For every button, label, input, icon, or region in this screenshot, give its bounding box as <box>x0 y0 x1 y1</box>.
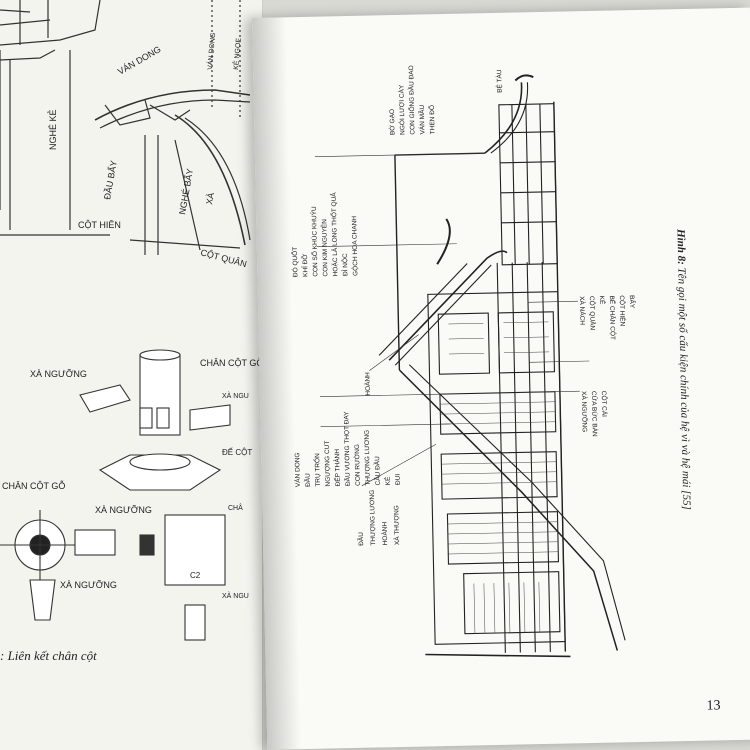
label-cua-buc-ban: CỬA BỨC BÀN <box>590 391 600 437</box>
label-con-ruong: CON RƯỜNG <box>352 444 362 486</box>
label-dui: ĐUI <box>395 474 402 486</box>
left-page: NGHÉ KẺ VÁN DONG VÁN DONG KẺ NGOE ĐẦU BẨ… <box>0 0 263 750</box>
label-xa-nguong-1: XÀ NGƯỠNG <box>30 369 87 379</box>
label-ngoi-luoi-cay: NGÓI LƯỢI CÀY <box>396 84 406 135</box>
label-ke-ngoe: KẺ NGOE <box>231 37 243 70</box>
label-xa-nach: XÀ NÁCH <box>578 296 588 325</box>
label-nghe-ke: NGHÉ KẺ <box>47 109 58 150</box>
label-xa-nguong: XÀ NGƯỠNG <box>580 391 590 432</box>
label-van-dong: VÁN DONG <box>292 452 302 487</box>
label-de-cot: ĐẾ CỘT <box>222 447 252 457</box>
label-xa-ngu: XÀ NGU <box>222 391 249 400</box>
label-van-dong-top: VÁN DONG <box>205 32 217 70</box>
label-goch-hoa-chanh: GỘCH HOA CHANH <box>349 216 359 276</box>
label-xa-nguong-2: XÀ NGƯỠNG <box>95 505 152 515</box>
label-dau-bottom: ĐẦU <box>355 532 365 546</box>
label-chan-cot-go-1: CHÂN CỘT GỖ <box>200 357 262 368</box>
label-then-do: THEN ĐỐ <box>426 105 437 134</box>
label-bo-gao: BỜ GẠO <box>387 109 397 135</box>
label-con-kim-nguyen: CON KIM NGUYÊN <box>319 219 329 277</box>
label-tru-tron: TRỤ TRỐN <box>311 453 322 487</box>
label-cot-hien: CỘT HIÊN <box>78 220 121 230</box>
label-chan: CHÂ <box>228 503 243 512</box>
label-cot-hien: CỘT HIÊN <box>618 295 628 326</box>
label-cau-dau: CẦU ĐẦU <box>371 456 382 486</box>
label-xa-nguong-3: XÀ NGƯỠNG <box>60 580 117 590</box>
label-be-chan-cot: BẾ CHÂN CỘT <box>608 295 619 340</box>
label-van-dong: VÁN DONG <box>116 44 163 77</box>
label-thuong-luong-bottom: THƯỢNG LƯƠNG <box>369 490 377 546</box>
label-xa-ngu-2: XÀ NGU <box>222 591 249 600</box>
label-xa: XÀ <box>204 192 216 206</box>
label-ke-right: KẺ <box>598 296 607 306</box>
figure-caption-label: Hình 8: <box>674 228 688 265</box>
label-c2: C2 <box>190 571 201 580</box>
label-cot-quan: CỘT QUÂN <box>588 296 598 331</box>
label-dau: ĐẦU <box>302 473 312 487</box>
label-van-mau: VÁN MẦU <box>416 104 427 134</box>
label-xa-thuong: XÀ THƯỢNG <box>391 505 401 545</box>
label-hoac-la-long: HOẶC LÁ LONG THỔT QUẢ <box>329 192 340 277</box>
label-be-tau: BỆ TÀU <box>494 69 503 93</box>
label-bay: BẨY <box>628 295 637 309</box>
label-cot-quan: CỘT QUÂN <box>199 247 247 269</box>
label-ke-left: KẺ <box>383 476 392 486</box>
label-dau-bay: ĐẦU BẨY <box>101 160 119 201</box>
right-page: BỜ GẠO NGÓI LƯỢI CÀY CON GIỐNG ĐẦU ĐAO V… <box>252 7 750 750</box>
label-hoanh-top: HOÀNH <box>362 372 371 396</box>
label-dep-thanh: ĐẾP THẢNH <box>331 449 342 487</box>
page-number: 13 <box>706 698 721 714</box>
roof-section-drawing: BỜ GẠO NGÓI LƯỢI CÀY CON GIỐNG ĐẦU ĐAO V… <box>289 65 637 658</box>
label-cot-cai: CỘT CÁI <box>600 391 610 418</box>
label-dau-vuong-thot-day: ĐẦU VƯƠNG THỌT ĐAY <box>340 411 352 487</box>
left-page-drawing: NGHÉ KẺ VÁN DONG VÁN DONG KẺ NGOE ĐẦU BẨ… <box>0 0 262 641</box>
label-chan-cot-go-2: CHÂN CỘT GỖ <box>2 480 65 491</box>
label-con-giong-dau-dao: CON GIỐNG ĐẦU ĐAO <box>405 65 416 135</box>
label-do-quot: ĐÓ QUỐT <box>289 247 300 278</box>
label-hoanh-bottom: HOÀNH <box>380 521 389 545</box>
label-nguong-cut: NGƯỢNG CUT <box>324 441 332 487</box>
label-khi-do: KHỈ ĐỠ <box>300 254 309 278</box>
label-con-so-khuc-khuyu: CON SỐ KHÚC KHUỶU <box>308 206 319 277</box>
label-di-noc: ĐỈ NỘC <box>340 253 349 276</box>
label-thuong-luong: THƯỢNG LƯƠNG <box>364 430 372 486</box>
left-figure-caption: : Liên kết chân cột <box>0 648 97 663</box>
label-nghe-bay: NGHÉ BẨY <box>176 168 195 216</box>
